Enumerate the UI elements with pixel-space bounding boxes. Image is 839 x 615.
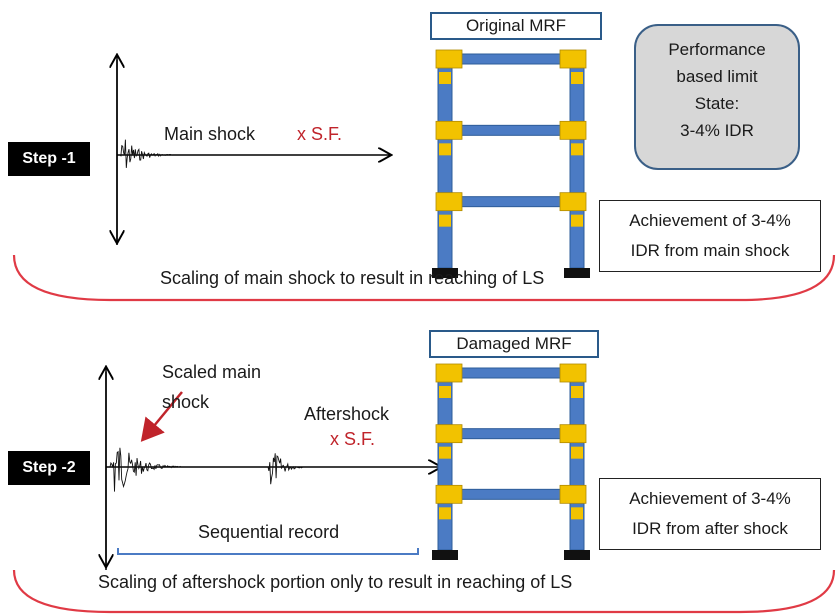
sequential-record-label: Sequential record xyxy=(198,522,340,542)
sequential-record-bracket xyxy=(117,548,419,555)
scaled-mainshock-line-1: Scaled main xyxy=(162,362,262,382)
frame-joint xyxy=(439,214,451,227)
frame-joint xyxy=(435,49,463,69)
frame-joint xyxy=(435,424,463,444)
frame-beam xyxy=(451,488,571,500)
frame-joint xyxy=(571,72,583,84)
frame-joint xyxy=(559,49,587,69)
limit-line-3: State: xyxy=(694,94,740,113)
frame-base xyxy=(432,550,458,560)
step1-bracket xyxy=(12,254,836,302)
frame-joint xyxy=(439,143,451,156)
frame-joint xyxy=(571,143,583,156)
scaled-mainshock-label: Scaled main shock xyxy=(162,357,261,417)
step1-caption: Scaling of main shock to result in reach… xyxy=(160,268,545,288)
frame-joint xyxy=(435,484,463,504)
aftershock-label: Aftershock xyxy=(304,404,390,424)
step2-achievement-box: Achievement of 3-4% IDR from after shock xyxy=(599,478,821,550)
step1-achievement-line-2: IDR from main shock xyxy=(630,241,790,260)
frame-beam xyxy=(451,53,571,65)
step2-scale-factor: x S.F. xyxy=(330,429,376,449)
mainshock-label: Main shock xyxy=(164,124,256,144)
limit-line-2: based limit xyxy=(676,67,758,86)
damaged-mrf-title: Damaged MRF xyxy=(429,330,599,358)
frame-joint xyxy=(559,192,587,212)
step2-aftershock-signal xyxy=(267,453,304,485)
frame-joint xyxy=(439,72,451,84)
step2-caption: Scaling of aftershock portion only to re… xyxy=(98,572,573,592)
step2-bracket xyxy=(12,569,836,614)
step2-scaled-mainshock-signal xyxy=(109,447,182,492)
frame-beam xyxy=(451,124,571,136)
limit-line-1: Performance xyxy=(668,40,766,59)
scaled-mainshock-arrow xyxy=(140,391,183,442)
waveform-trace xyxy=(109,447,182,492)
step2-achievement-line-1: Achievement of 3-4% xyxy=(629,489,791,508)
scaled-mainshock-line-2: shock xyxy=(162,392,210,412)
frame-base xyxy=(564,550,590,560)
frame-joint xyxy=(439,507,451,520)
step1-label: Step -1 xyxy=(8,142,90,176)
frame-column xyxy=(437,53,453,269)
step1-achievement-line-1: Achievement of 3-4% xyxy=(629,211,791,230)
step1-scale-factor: x S.F. xyxy=(297,124,343,144)
frame-beam xyxy=(451,196,571,208)
frame-joint xyxy=(571,386,583,398)
frame-joint xyxy=(435,363,463,383)
frame-joint xyxy=(435,120,463,140)
frame-joint xyxy=(559,484,587,504)
limit-line-4: 3-4% IDR xyxy=(680,121,754,140)
original-mrf-title: Original MRF xyxy=(430,12,602,40)
waveform-trace xyxy=(267,453,304,485)
step1-mainshock-signal xyxy=(119,139,174,168)
frame-base xyxy=(432,268,458,278)
frame-beam xyxy=(451,428,571,440)
waveform-trace xyxy=(119,139,174,168)
limit-state-box: Performance based limit State: 3-4% IDR xyxy=(634,24,800,170)
frame-joint xyxy=(439,386,451,398)
frame-beam xyxy=(451,367,571,379)
step1-achievement-box: Achievement of 3-4% IDR from main shock xyxy=(599,200,821,272)
frame-joint xyxy=(571,446,583,459)
original-mrf-frame xyxy=(432,49,590,278)
frame-joint xyxy=(571,507,583,520)
frame-joint xyxy=(571,214,583,227)
frame-joint xyxy=(435,192,463,212)
frame-column xyxy=(569,53,585,269)
frame-base xyxy=(564,268,590,278)
frame-joint xyxy=(559,424,587,444)
step2-achievement-line-2: IDR from after shock xyxy=(632,519,788,538)
step1-axes xyxy=(117,56,390,245)
frame-joint xyxy=(559,120,587,140)
damaged-mrf-frame xyxy=(432,363,590,560)
frame-joint xyxy=(559,363,587,383)
frame-joint xyxy=(439,446,451,459)
step2-label: Step -2 xyxy=(8,451,90,485)
